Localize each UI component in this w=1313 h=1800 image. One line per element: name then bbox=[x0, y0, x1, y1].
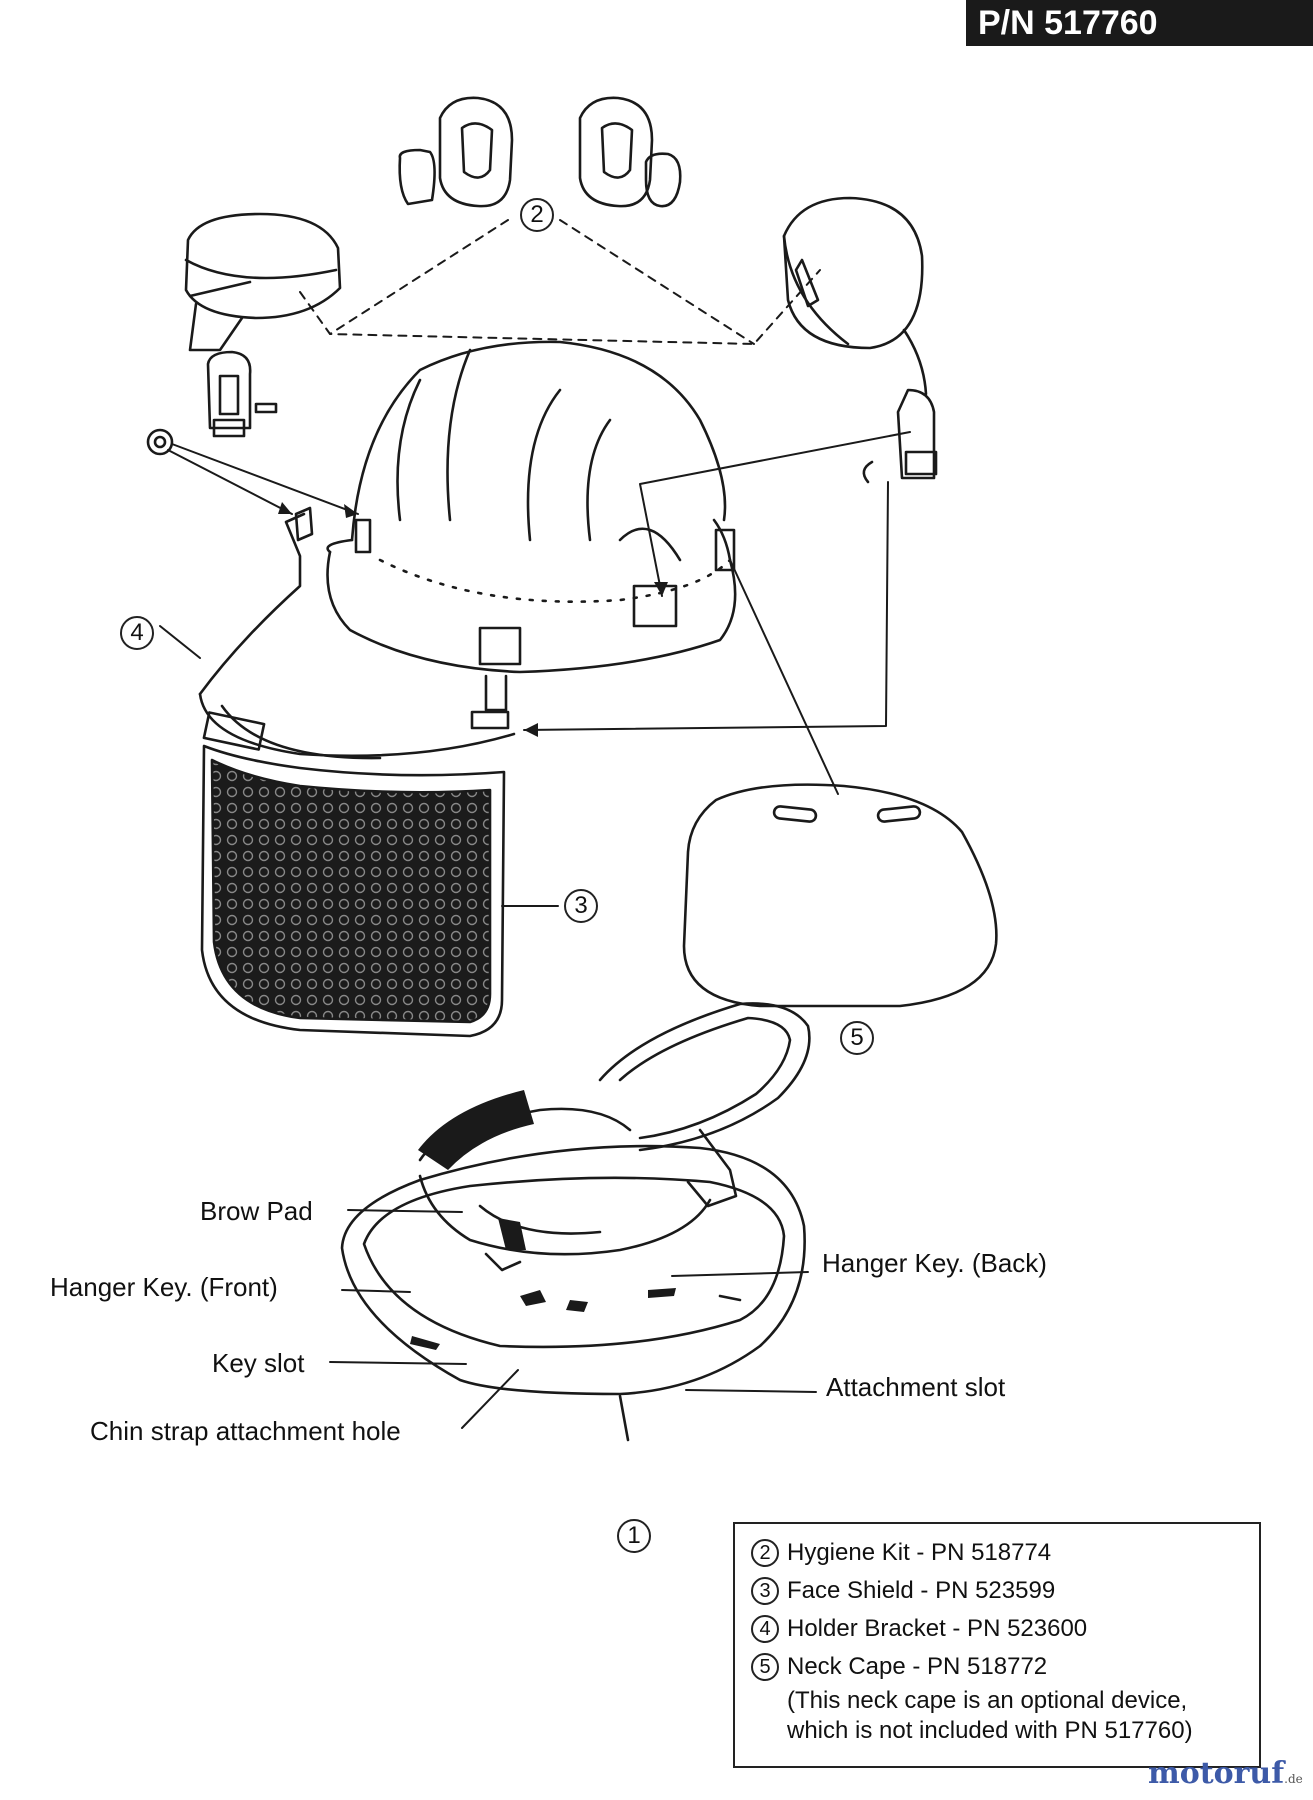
watermark-brand: motoruf bbox=[1148, 1756, 1285, 1791]
legend-text: Hygiene Kit - PN 518774 bbox=[787, 1539, 1052, 1566]
face-shield bbox=[200, 744, 506, 1038]
legend-row-hygiene-kit: 2 Hygiene Kit - PN 518774 bbox=[751, 1534, 1243, 1572]
hanger-key-back-label: Hanger Key. (Back) bbox=[822, 1248, 1047, 1278]
left-earmuff bbox=[146, 212, 342, 456]
callout-1: 1 bbox=[617, 1519, 651, 1553]
attachment-slot-label: Attachment slot bbox=[826, 1372, 1006, 1402]
legend-text: Neck Cape - PN 518772 bbox=[787, 1653, 1048, 1680]
parts-legend: 2 Hygiene Kit - PN 518774 3 Face Shield … bbox=[733, 1522, 1261, 1768]
hanger-key-front-label: Hanger Key. (Front) bbox=[50, 1272, 278, 1302]
watermark-logo: motoruf.de bbox=[1148, 1756, 1303, 1791]
legend-note-line-2: which is not included with PN 517760) bbox=[787, 1717, 1193, 1744]
brow-pad-label: Brow Pad bbox=[200, 1196, 313, 1226]
right-earmuff bbox=[782, 196, 938, 484]
brow-pad-band bbox=[410, 1090, 676, 1350]
callout-4: 4 bbox=[120, 616, 154, 650]
callout-2: 2 bbox=[520, 198, 554, 232]
neck-cape bbox=[682, 783, 998, 1008]
chin-strap-hole-label: Chin strap attachment hole bbox=[90, 1416, 401, 1446]
key-slot-label: Key slot bbox=[212, 1348, 305, 1378]
hard-hat bbox=[326, 340, 737, 674]
legend-row-face-shield: 3 Face Shield - PN 523599 bbox=[751, 1572, 1243, 1610]
bottom-leaders bbox=[329, 1209, 817, 1429]
legend-text: Holder Bracket - PN 523600 bbox=[787, 1615, 1088, 1642]
legend-number: 5 bbox=[751, 1653, 779, 1681]
callout-3: 3 bbox=[564, 889, 598, 923]
holder-bracket bbox=[198, 506, 516, 760]
legend-text: Face Shield - PN 523599 bbox=[787, 1577, 1056, 1604]
watermark-suffix: .de bbox=[1284, 1772, 1303, 1786]
helmet-underside bbox=[340, 1002, 811, 1442]
legend-row-holder-bracket: 4 Holder Bracket - PN 523600 bbox=[751, 1610, 1243, 1648]
legend-number: 2 bbox=[751, 1539, 779, 1567]
legend-note-line-1: (This neck cape is an optional device, bbox=[787, 1687, 1188, 1714]
leader-lines bbox=[159, 219, 911, 907]
legend-row-neck-cape: 5 Neck Cape - PN 518772 bbox=[751, 1648, 1243, 1686]
legend-number: 4 bbox=[751, 1615, 779, 1643]
hygiene-kit-pads bbox=[398, 96, 682, 208]
callout-5: 5 bbox=[840, 1021, 874, 1055]
part-number-banner: P/N 517760 bbox=[966, 0, 1313, 46]
legend-number: 3 bbox=[751, 1577, 779, 1605]
